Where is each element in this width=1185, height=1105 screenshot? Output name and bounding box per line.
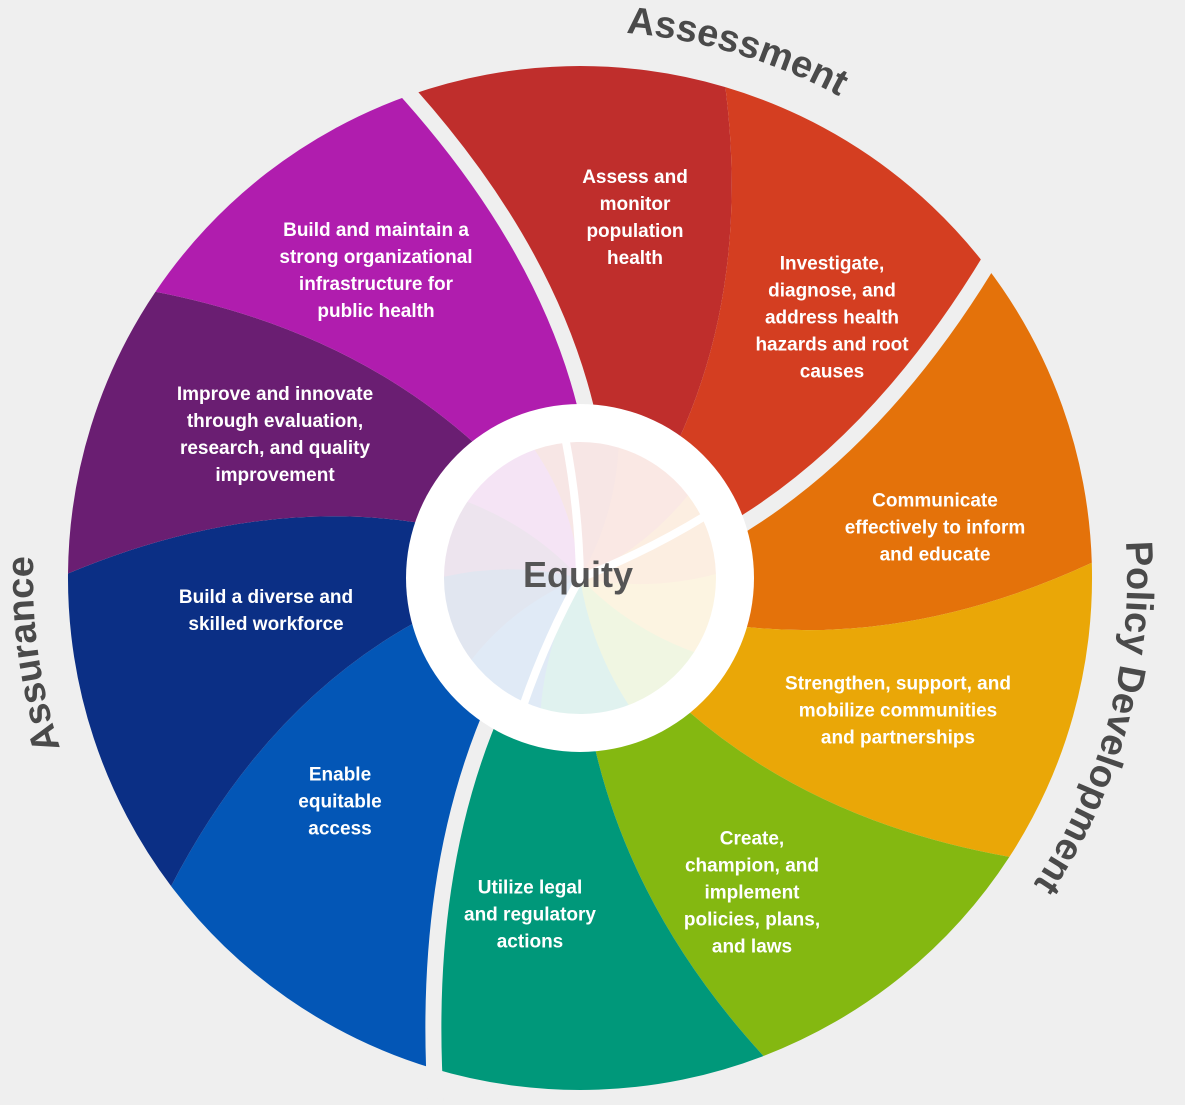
segment-label-assess-monitor: Assess and monitor population health bbox=[582, 167, 688, 269]
segment-communicate bbox=[741, 266, 1092, 631]
segment-access bbox=[171, 622, 490, 1069]
inner-segment-investigate bbox=[580, 447, 688, 578]
segment-investigate bbox=[678, 87, 987, 525]
segment-workforce bbox=[67, 516, 420, 887]
segment-label-communicate: Communicate effectively to inform and ed… bbox=[844, 490, 1026, 566]
inner-segment-legal bbox=[540, 578, 629, 715]
segment-legal bbox=[429, 722, 764, 1090]
segment-label-legal: Utilize legal and regulatory actions bbox=[464, 877, 596, 953]
group-divider bbox=[425, 699, 504, 1105]
segment-improve bbox=[68, 291, 476, 574]
segment-assess-monitor bbox=[409, 66, 732, 440]
segment-label-infrastructure: Build and maintain a strong organization… bbox=[279, 220, 473, 322]
group-divider bbox=[719, 217, 1020, 543]
segment-label-workforce: Build a diverse and skilled workforce bbox=[178, 587, 354, 635]
center-label-equity: Equity bbox=[522, 554, 634, 595]
inner-segment-infrastructure bbox=[467, 449, 580, 578]
segment-label-improve: Improve and innovate through evaluation,… bbox=[176, 384, 374, 486]
inner-group-divider bbox=[561, 438, 584, 579]
segment-label-strengthen: Strengthen, support, and mobilize commun… bbox=[785, 673, 1011, 749]
inner-segment-workforce bbox=[443, 569, 580, 660]
segment-strengthen bbox=[687, 562, 1093, 857]
inner-group-divider bbox=[519, 576, 584, 708]
segment-label-access: Enable equitable access bbox=[298, 764, 382, 840]
inner-segment-access bbox=[471, 578, 580, 709]
segment-label-policies: Create, champion, and implement policies… bbox=[683, 828, 821, 958]
group-divider bbox=[369, 51, 599, 431]
group-label-assurance: Assurance bbox=[0, 556, 69, 758]
inner-segment-policies bbox=[580, 578, 695, 705]
segment-label-investigate: Investigate, diagnose, and address healt… bbox=[755, 253, 909, 383]
inner-group-divider bbox=[578, 512, 708, 582]
inner-segment-strengthen bbox=[580, 574, 716, 653]
segment-policies bbox=[594, 710, 1010, 1056]
inner-segment-improve bbox=[444, 501, 580, 578]
